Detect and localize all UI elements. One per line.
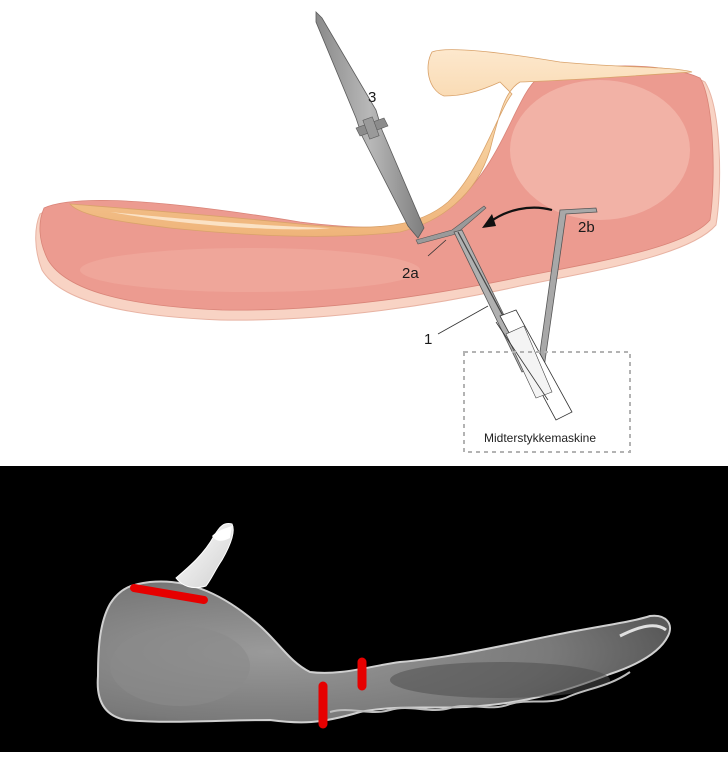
illustration-svg: 3 2a 2b 1 Midterstykkemaskine — [0, 0, 728, 466]
ct-scan-svg — [0, 466, 728, 752]
flesh-highlight — [510, 80, 690, 220]
label-knife-3: 3 — [368, 89, 376, 106]
machine-body — [496, 310, 572, 420]
knife — [316, 12, 424, 238]
flesh-highlight-lower — [80, 248, 420, 292]
label-blade-2b: 2b — [578, 219, 595, 236]
label-machine: Midterstykkemaskine — [484, 431, 596, 445]
scan-region-left — [110, 626, 250, 706]
leader-1 — [438, 306, 488, 334]
ct-scan-panel — [0, 466, 728, 752]
label-blade-2a: 2a — [402, 265, 419, 282]
label-rod-1: 1 — [424, 331, 432, 348]
anatomy-illustration: 3 2a 2b 1 Midterstykkemaskine — [0, 0, 728, 466]
